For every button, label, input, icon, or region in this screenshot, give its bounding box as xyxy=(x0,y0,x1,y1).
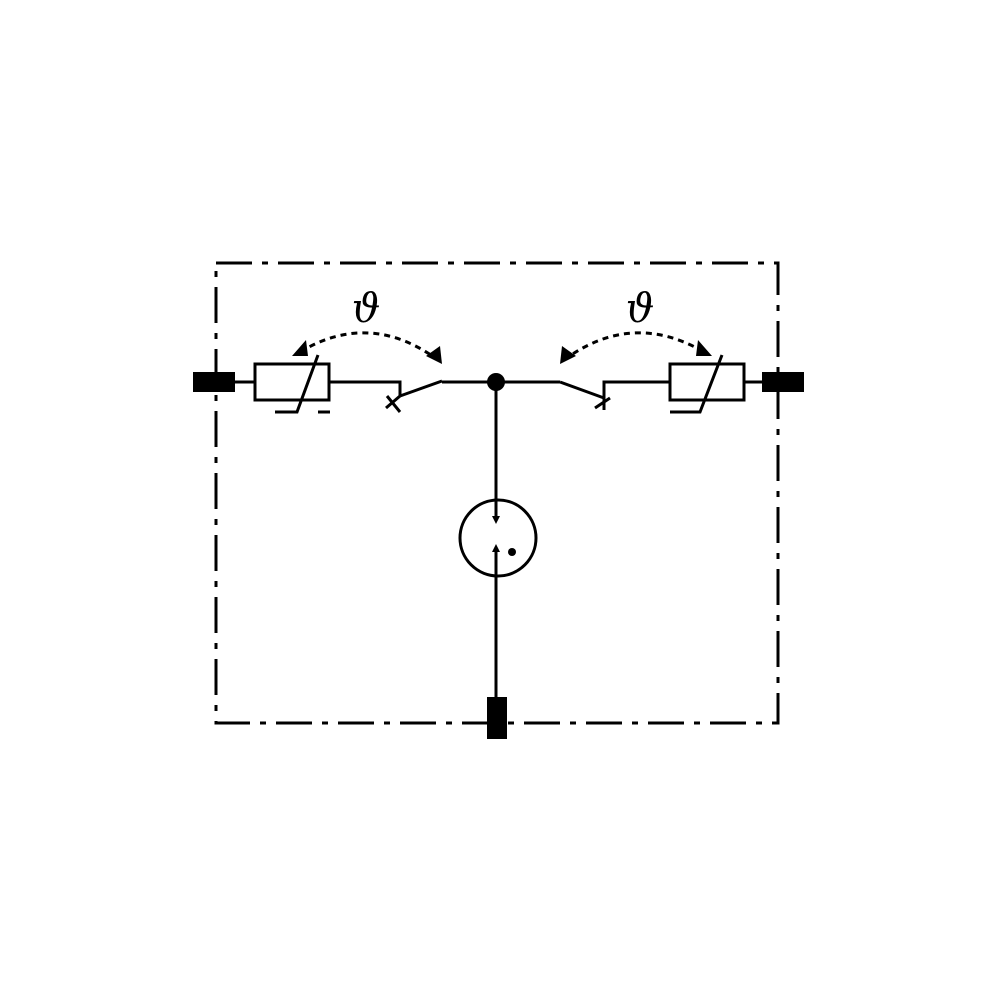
left-thermal-coupling xyxy=(292,331,442,364)
left-thermal-label: ϑ xyxy=(352,286,381,332)
right-thermal-label: ϑ xyxy=(626,286,655,332)
left-branch xyxy=(235,354,496,414)
right-thermal-coupling xyxy=(560,331,712,364)
right-thermal-switch-icon xyxy=(559,380,611,410)
left-terminal-icon xyxy=(193,372,235,392)
gas-discharge-tube-icon xyxy=(458,498,538,578)
bottom-terminal-icon xyxy=(487,697,507,739)
left-thermal-switch-icon xyxy=(385,379,443,413)
right-branch xyxy=(496,354,762,414)
right-varistor-icon xyxy=(668,354,746,414)
right-terminal-icon xyxy=(762,372,804,392)
left-varistor-icon xyxy=(253,354,331,414)
